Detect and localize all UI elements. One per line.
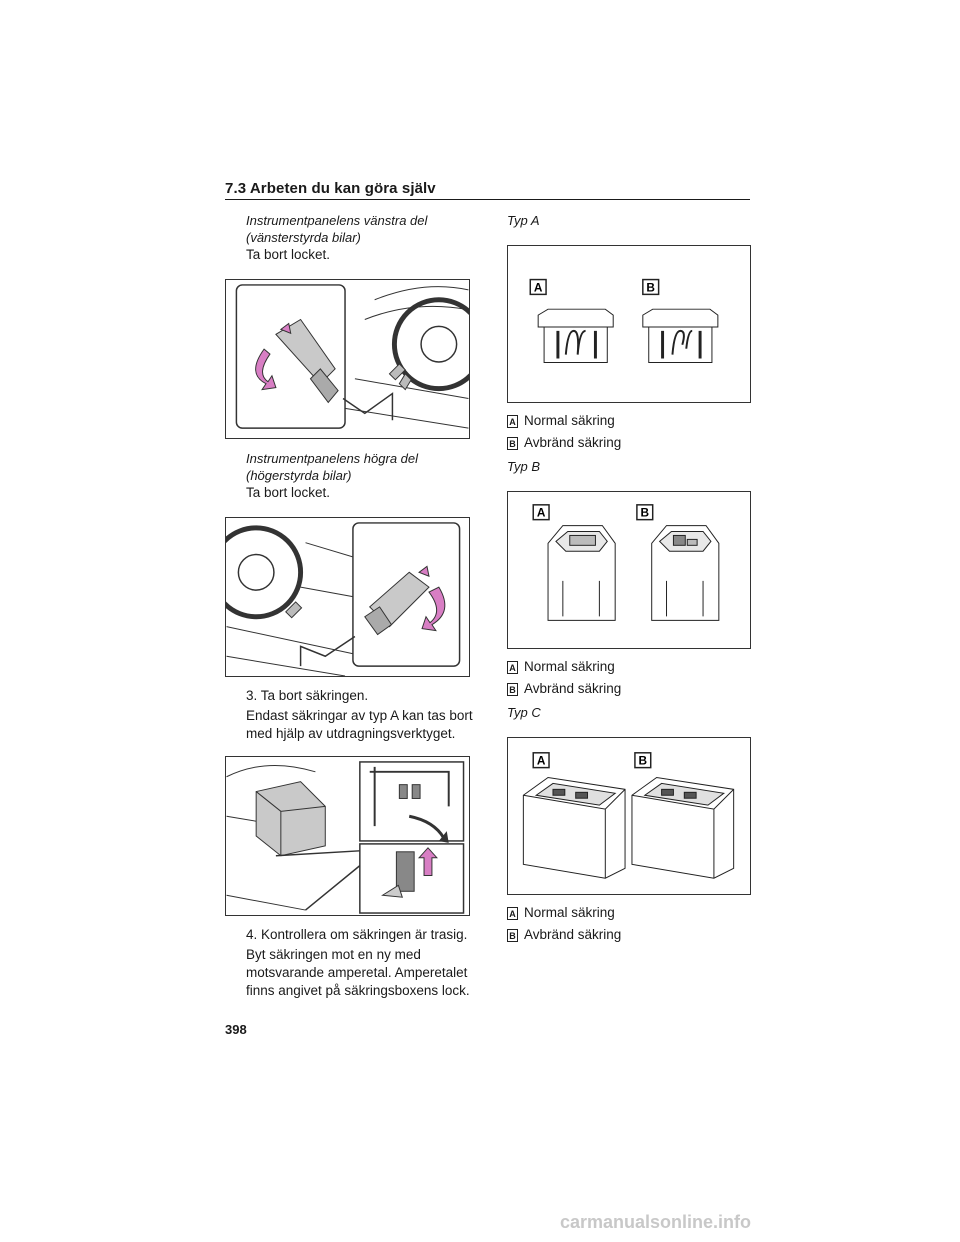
fig-a-label-b: B — [646, 280, 655, 294]
step-4: 4. Kontrollera om säkringen är trasig. — [246, 927, 468, 942]
cartridge-fuses-illustration: A B — [532, 504, 720, 621]
figure-fuse-type-b: A B — [507, 491, 751, 649]
watermark: carmanualsonline.info — [560, 1212, 752, 1232]
dashboard-illustration — [235, 284, 469, 429]
step-3: 3. Ta bort säkringen. — [246, 688, 369, 703]
cartridge-fuse-normal — [547, 525, 616, 621]
fig-c-label-b: B — [639, 754, 648, 768]
step-4-body: Byt säkringen mot en ny med motsvarande … — [246, 947, 470, 998]
figure-left-drive-panel — [225, 279, 470, 439]
figure-fuse-type-c: A B — [507, 737, 751, 895]
header-rule — [225, 199, 750, 200]
fig-b-label-a: A — [537, 506, 546, 520]
figure-fuse-type-a: A B — [507, 245, 751, 403]
box-fuse-blown — [631, 776, 735, 879]
instruction-remove-cover-2: Ta bort locket. — [246, 485, 331, 500]
instruction-remove-cover-1: Ta bort locket. — [246, 247, 331, 262]
step-3-body: Endast säkringar av typ A kan tas bort m… — [246, 708, 473, 741]
dashboard-illustration-rhd — [226, 522, 461, 676]
subheading-right-drive: Instrumentpanelens högra del (högerstyrd… — [246, 451, 419, 483]
blade-fuses-illustration: A B — [529, 278, 719, 363]
blade-fuse-normal — [537, 308, 614, 363]
box-fuses-illustration: A B — [522, 752, 735, 879]
fig-c-label-a: A — [537, 754, 546, 768]
fig-b-label-b: B — [641, 506, 650, 520]
page-number: 398 — [225, 1022, 247, 1037]
cartridge-fuse-blown — [651, 525, 720, 621]
section-header: 7.3 Arbeten du kan göra själv — [225, 180, 436, 197]
type-b-heading: Typ B — [507, 459, 540, 474]
type-c-heading: Typ C — [507, 705, 541, 720]
fuse-box-illustration — [226, 761, 465, 914]
box-fuse-normal — [522, 776, 626, 879]
subheading-left-drive: Instrumentpanelens vänstra del (vänsters… — [246, 213, 428, 245]
blade-fuse-blown — [642, 308, 719, 363]
figure-fuse-box-removal — [225, 756, 470, 916]
figure-right-drive-panel — [225, 517, 470, 677]
fig-a-label-a: A — [534, 280, 543, 294]
type-a-heading: Typ A — [507, 213, 540, 228]
